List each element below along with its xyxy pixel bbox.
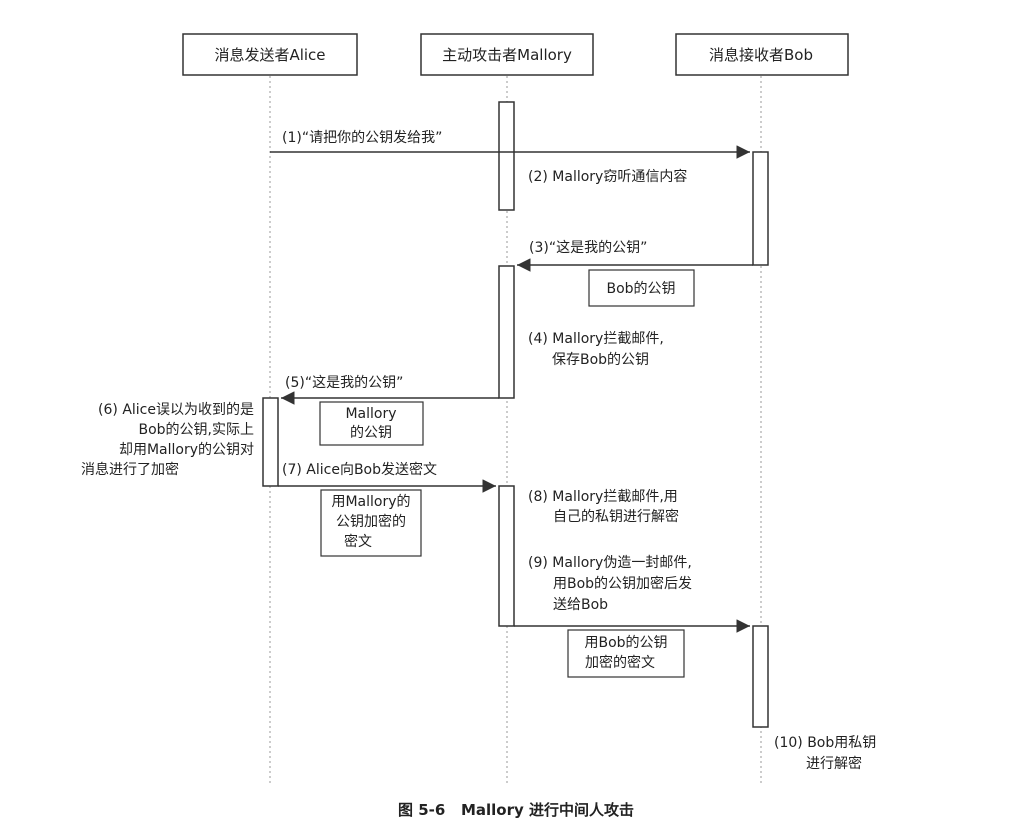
participant-bob: 消息接收者Bob [675, 33, 849, 76]
participant-alice-label: 消息发送者Alice [214, 46, 325, 64]
participant-alice: 消息发送者Alice [182, 33, 358, 76]
note-2: (2) Mallory窃听通信内容 [528, 168, 687, 185]
mallory-activation-2 [498, 265, 515, 399]
note-4-line-2: 保存Bob的公钥 [552, 352, 649, 368]
payload-9-line-2: 加密的密文 [585, 654, 655, 671]
note-10-line-2: 进行解密 [806, 755, 862, 772]
note-9-line-3: 送给Bob [553, 597, 608, 613]
payload-7-line-1: 用Mallory的 [331, 494, 410, 510]
payload-bob-ciphertext: 用Bob的公钥 加密的密文 [567, 629, 685, 678]
note-6-line-4: 消息进行了加密 [81, 461, 179, 478]
note-6-line-2: Bob的公钥,实际上 [138, 422, 254, 438]
payload-bob-public-key: Bob的公钥 [588, 269, 695, 307]
note-8-line-2: 自己的私钥进行解密 [553, 508, 679, 525]
participant-mallory-label: 主动攻击者Mallory [442, 46, 572, 64]
payload-7-line-3: 密文 [344, 533, 372, 550]
mallory-activation-3 [498, 485, 515, 627]
payload-mallory-ciphertext: 用Mallory的 公钥加密的 密文 [320, 489, 422, 557]
participant-bob-label: 消息接收者Bob [709, 46, 813, 64]
payload-5-line-1: Mallory [345, 406, 396, 422]
note-4-line-1: (4) Mallory拦截邮件, [528, 331, 664, 347]
note-6-line-1: (6) Alice误以为收到的是 [98, 402, 254, 418]
message-5-label: (5)“这是我的公钥” [285, 374, 403, 391]
note-8-line-1: (8) Mallory拦截邮件,用 [528, 489, 678, 505]
participant-mallory: 主动攻击者Mallory [420, 33, 594, 76]
note-6-line-3: 却用Mallory的公钥对 [119, 442, 254, 458]
payload-mallory-public-key: Mallory 的公钥 [319, 401, 424, 446]
figure-caption: 图 5-6 Mallory 进行中间人攻击 [398, 801, 634, 819]
message-3-label: (3)“这是我的公钥” [529, 239, 647, 256]
payload-5-line-2: 的公钥 [350, 425, 392, 441]
payload-7-line-2: 公钥加密的 [336, 513, 406, 530]
payload-3-text: Bob的公钥 [606, 281, 675, 297]
bob-activation-1 [752, 151, 769, 266]
message-1-label: (1)“请把你的公钥发给我” [282, 130, 442, 146]
note-10-line-1: (10) Bob用私钥 [774, 735, 876, 751]
message-7-label: (7) Alice向Bob发送密文 [282, 461, 437, 478]
note-9-line-1: (9) Mallory伪造一封邮件, [528, 555, 692, 571]
bob-activation-2 [752, 625, 769, 728]
mallory-activation-1 [498, 101, 515, 211]
alice-activation [262, 397, 279, 487]
note-9-line-2: 用Bob的公钥加密后发 [553, 575, 692, 592]
payload-9-line-1: 用Bob的公钥 [584, 635, 667, 651]
